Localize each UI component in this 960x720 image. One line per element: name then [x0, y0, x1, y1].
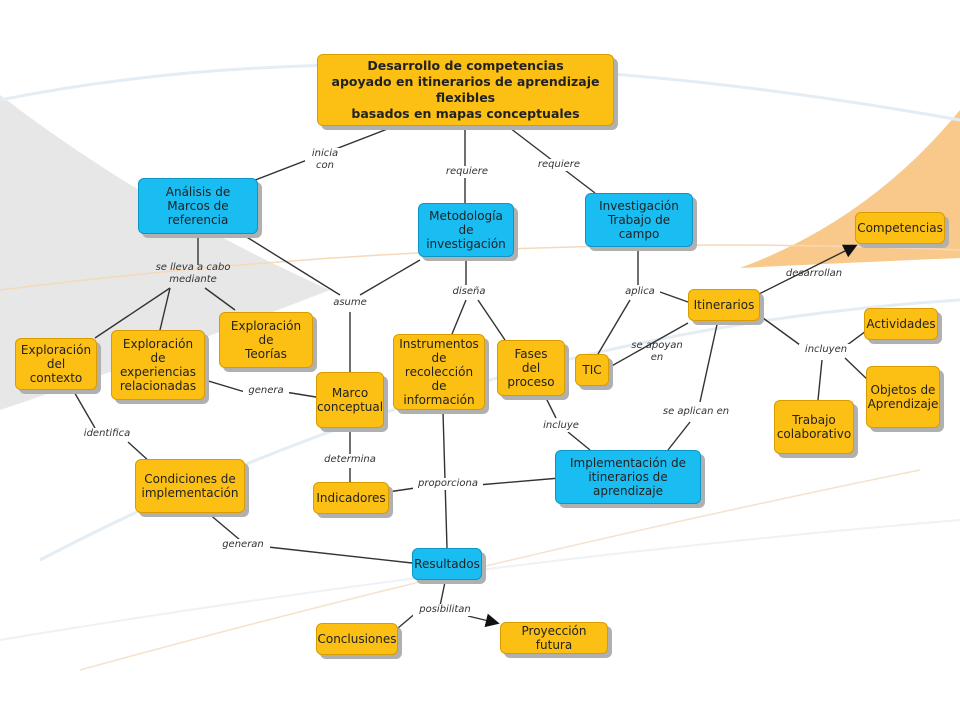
itinerarios-concept[interactable]: Itinerarios — [688, 289, 760, 321]
link-label-disena: diseña — [449, 286, 489, 298]
link-label-se-aplican: se aplican en — [658, 406, 734, 418]
proyeccion-concept[interactable]: Proyección futura — [500, 622, 608, 654]
link-label-generan: generan — [216, 539, 270, 551]
link-label-se-apoyan: se apoyan en — [631, 340, 683, 363]
link-label-se-lleva: se lleva a cabo mediante — [155, 262, 231, 285]
link-label-requiere-2: requiere — [533, 159, 585, 171]
metodologia-concept[interactable]: Metodología de investigación — [418, 203, 514, 257]
instrumentos-concept[interactable]: Instrumentos de recolección de informaci… — [393, 334, 485, 410]
link-label-inicia-con: inicia con — [305, 148, 345, 172]
actividades-concept[interactable]: Actividades — [864, 308, 938, 340]
connection-lines — [72, 127, 871, 629]
link-label-incluye: incluye — [537, 420, 585, 432]
marco-concept[interactable]: Marco conceptual — [316, 372, 384, 428]
main-title-concept[interactable]: Desarrollo de competencias apoyado en it… — [317, 54, 614, 126]
condiciones-concept[interactable]: Condiciones de implementación — [135, 459, 245, 513]
objetos-concept[interactable]: Objetos de Aprendizaje — [866, 366, 940, 428]
link-label-asume: asume — [329, 297, 371, 309]
investigacion-concept[interactable]: Investigación Trabajo de campo — [585, 193, 693, 247]
conclusiones-concept[interactable]: Conclusiones — [316, 623, 398, 655]
fases-concept[interactable]: Fases del proceso — [497, 340, 565, 396]
resultados-concept[interactable]: Resultados — [412, 548, 482, 580]
implementacion-concept[interactable]: Implementación de itinerarios de aprendi… — [555, 450, 701, 504]
link-label-incluyen: incluyen — [799, 344, 853, 356]
link-label-posibilitan: posibilitan — [413, 604, 477, 616]
exploracion-contexto-concept[interactable]: Exploración del contexto — [15, 338, 97, 390]
tic-concept[interactable]: TIC — [575, 354, 609, 386]
indicadores-concept[interactable]: Indicadores — [313, 482, 389, 514]
exploracion-teorias-concept[interactable]: Exploración de Teorías — [219, 312, 313, 368]
competencias-concept[interactable]: Competencias — [855, 212, 945, 244]
exploracion-experiencias-concept[interactable]: Exploración de experiencias relacionadas — [111, 330, 205, 400]
link-label-aplica: aplica — [620, 286, 660, 298]
link-label-identifica: identifica — [78, 428, 136, 440]
link-label-desarrollan: desarrollan — [785, 268, 843, 279]
link-label-requiere-1: requiere — [441, 166, 493, 178]
trabajo-concept[interactable]: Trabajo colaborativo — [774, 400, 854, 454]
analisis-concept[interactable]: Análisis de Marcos de referencia — [138, 178, 258, 234]
link-label-proporciona: proporciona — [413, 478, 483, 490]
link-label-genera: genera — [243, 385, 289, 397]
link-label-determina: determina — [317, 454, 383, 466]
